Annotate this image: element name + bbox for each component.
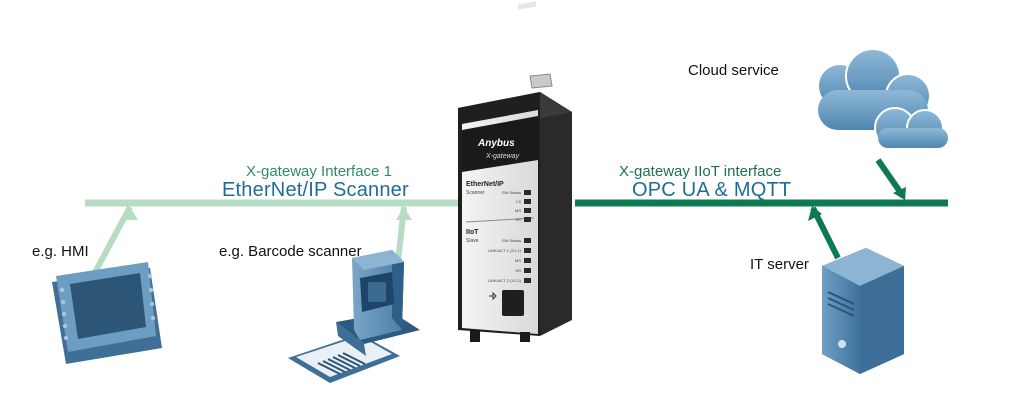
hmi-icon — [52, 262, 162, 364]
led-label: MS — [515, 208, 521, 213]
led-label: GW Status — [502, 238, 521, 243]
led-label: GW Status — [502, 190, 521, 195]
gateway-bottom-title: IIoT — [466, 229, 479, 236]
led-label: LS — [516, 199, 521, 204]
barcode-scanner-label: e.g. Barcode scanner — [219, 243, 362, 260]
server-icon — [822, 248, 904, 374]
led-label: MS — [515, 258, 521, 263]
left-interface-subtitle: X-gateway Interface 1 — [246, 163, 392, 180]
gateway-device-icon — [458, 1, 572, 342]
barcode-scanner-icon — [288, 250, 420, 383]
gateway-top-sub: Scanner — [466, 190, 485, 196]
led-label: NS — [515, 268, 521, 273]
right-interface-protocol: OPC UA & MQTT — [632, 179, 792, 201]
gateway-model: X-gateway — [485, 153, 520, 160]
led-label: NS — [515, 217, 521, 222]
cloud-icon — [817, 48, 948, 149]
right-interface-subtitle: X-gateway IIoT interface — [619, 163, 782, 180]
gateway-top-title: EtherNet/IP — [466, 181, 504, 188]
it-server-label: IT server — [750, 256, 809, 273]
led-label: LINK/ACT 1 (X1.1) — [488, 248, 522, 253]
ethernet-ip-network-line — [85, 199, 458, 280]
left-interface-protocol: EtherNet/IP Scanner — [222, 179, 409, 201]
gateway-brand: Anybus — [477, 138, 515, 149]
iiot-network-line — [575, 158, 948, 260]
led-label: LINK/ACT 2 (X1.2) — [488, 278, 522, 283]
cloud-service-label: Cloud service — [688, 62, 779, 79]
hmi-label: e.g. HMI — [32, 243, 89, 260]
gateway-bottom-sub: Slave — [466, 238, 479, 244]
